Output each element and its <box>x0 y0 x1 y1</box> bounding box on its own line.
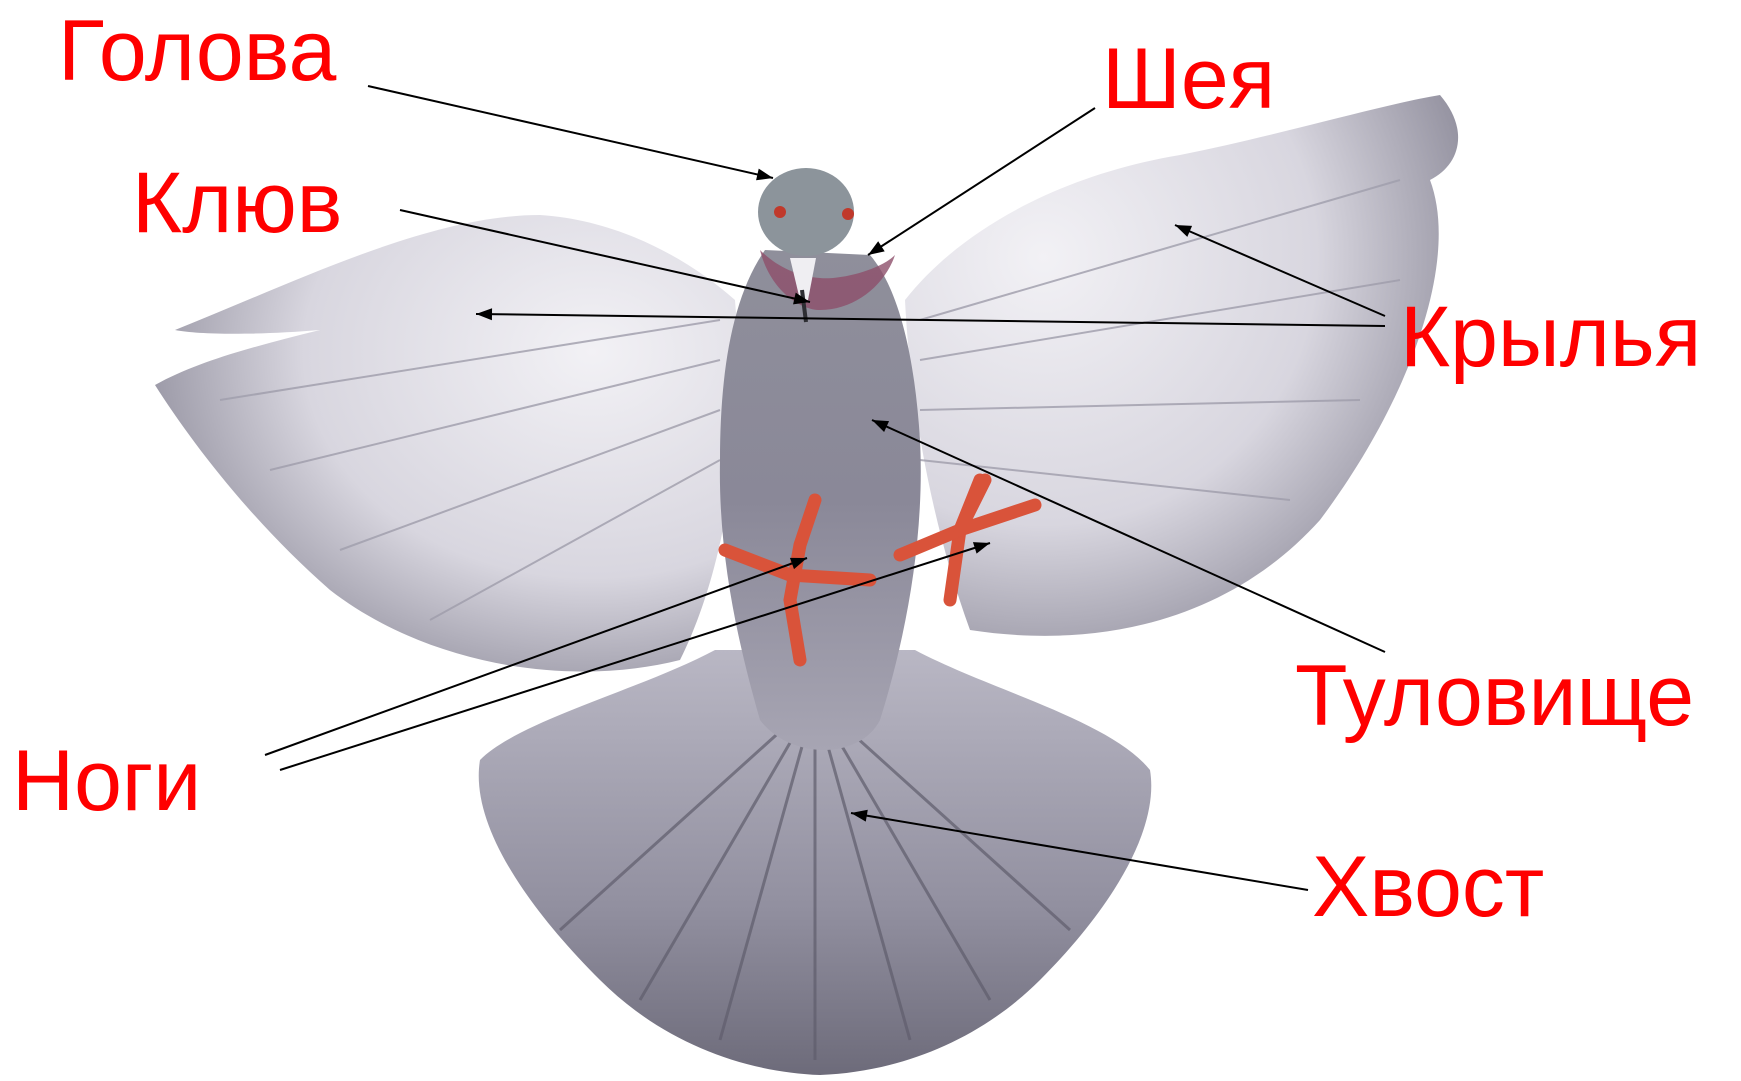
label-torso: Туловище <box>1295 652 1715 740</box>
label-neck: Шея <box>1102 36 1275 122</box>
label-legs: Ноги <box>12 738 201 824</box>
label-beak: Клюв <box>132 160 342 246</box>
label-tail: Хвост <box>1312 844 1544 930</box>
label-wings: Крылья <box>1400 294 1701 380</box>
head-shape <box>758 168 854 256</box>
pigeon-illustration <box>155 95 1458 1075</box>
label-head: Голова <box>58 8 336 94</box>
head-leader-line <box>368 86 773 178</box>
left-eye <box>774 206 786 218</box>
neck-leader-line-arrowhead <box>868 241 885 255</box>
left-wing <box>155 215 738 672</box>
head-leader-line-arrowhead <box>756 169 773 181</box>
right-eye <box>842 208 854 220</box>
